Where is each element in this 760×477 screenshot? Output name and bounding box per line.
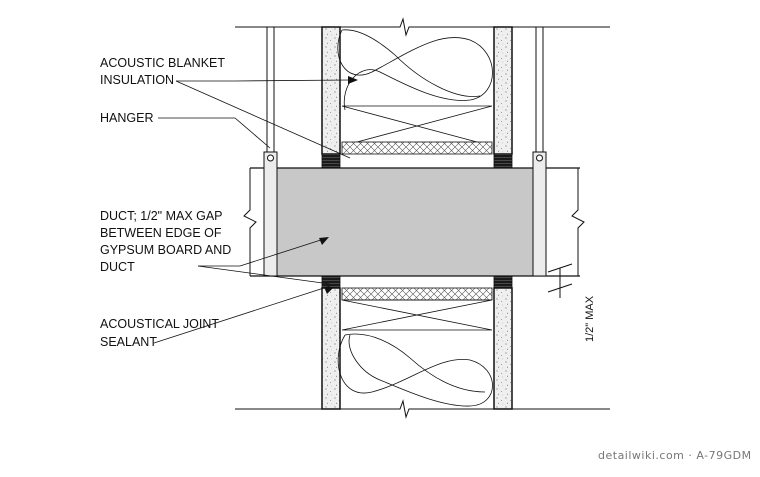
label-sealant-1: ACOUSTICAL JOINT <box>100 317 219 331</box>
wall-lower <box>321 287 513 410</box>
stud-bracing-lower <box>341 299 493 331</box>
arrowhead-insulation <box>348 76 358 84</box>
gap-dimension-text: 1/2" MAX <box>584 295 596 342</box>
bottom-break-line <box>235 399 610 419</box>
gypsum-board-lower-right <box>493 287 513 410</box>
label-sealant-2: SEALANT <box>100 335 157 349</box>
label-duct-4: DUCT <box>100 260 135 274</box>
label-duct-3: GYPSUM BOARD AND <box>100 243 231 257</box>
label-duct-1: DUCT; 1/2" MAX GAP <box>100 209 223 223</box>
watermark-text: detailwiki.com · A-79GDM <box>598 449 752 462</box>
acoustic-blanket-band-upper <box>341 141 493 155</box>
leader-arrowheads <box>319 76 358 294</box>
arrowhead-duct <box>319 237 329 245</box>
gypsum-board-lower-left <box>321 287 341 410</box>
insulation-loops-lower <box>337 333 493 407</box>
acoustical-sealant-joints <box>321 153 513 289</box>
label-acoustic-blanket-1: ACOUSTIC BLANKET <box>100 56 225 70</box>
hanger-left <box>263 27 278 277</box>
duct-break-left <box>243 168 257 276</box>
duct <box>276 168 542 276</box>
hanger-right <box>532 27 547 277</box>
duct-break-right <box>571 168 585 276</box>
stud-bracing-upper <box>341 105 493 147</box>
gypsum-board-upper-left <box>321 26 341 155</box>
label-hanger: HANGER <box>100 111 153 125</box>
gap-dimension: 1/2" MAX <box>547 263 596 342</box>
arrowhead-sealant <box>324 287 334 294</box>
insulation-loops-upper <box>337 29 493 111</box>
acoustic-blanket-band-lower <box>341 287 493 301</box>
label-duct-2: BETWEEN EDGE OF <box>100 226 222 240</box>
top-break-line <box>235 17 610 37</box>
label-acoustic-blanket-2: INSULATION <box>100 73 174 87</box>
gypsum-board-upper-right <box>493 26 513 155</box>
wall-upper <box>321 26 513 155</box>
leader-lines <box>153 79 351 344</box>
